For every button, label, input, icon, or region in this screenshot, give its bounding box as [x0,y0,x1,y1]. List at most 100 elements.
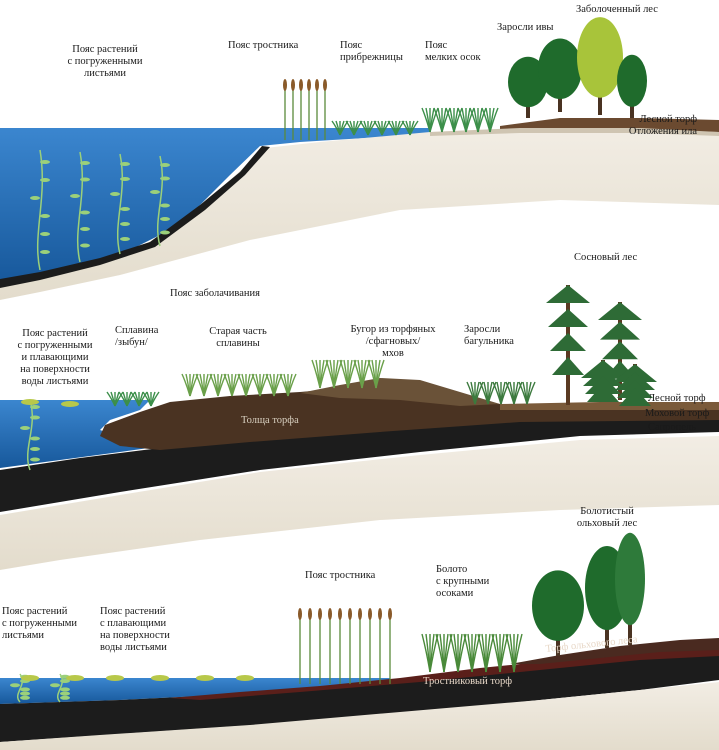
submerged-leaf [60,687,70,692]
submerged-leaf [80,243,90,248]
submerged-leaf [160,203,170,208]
big-sedge [463,633,481,673]
submerged-leaf [120,237,130,241]
label-mid-splavina: Сплавина /зыбун/ [115,325,159,348]
plant-blade [513,633,523,673]
reed-plant [378,608,382,684]
submerged-leaf [120,207,130,211]
trees-layer [508,17,657,656]
tree-trunk [598,81,602,115]
big-sedge [505,633,523,673]
tree-crown [577,17,623,98]
label-mid-sapropel: Сапропель [648,422,696,433]
reed-plant [299,79,303,140]
label-bot-reed: Пояс тростника [305,570,376,581]
plant-blade [489,107,499,133]
small-sedge [433,107,451,133]
submerged-leaf [20,691,30,696]
reed-plant [315,79,319,140]
submerged-leaf [20,426,30,430]
big-sedge [449,633,467,673]
reed-plant [283,79,287,140]
reed-plant [308,608,312,684]
label-bot-submerged: Пояс растений с погруженными листьями [2,606,78,641]
floating-leaf [66,675,84,681]
submerged-leaf [80,177,90,182]
label-bot-reed-peat: Тростниковый торф [423,676,513,687]
submerged-leaf [160,163,170,167]
plant-blade [477,107,487,133]
tree-crown [615,532,645,626]
label-top-swamp-forest: Заболоченный лес [576,4,658,15]
floating-leaf [196,675,214,681]
floating-leaf [21,675,39,681]
submerged-leaf [80,161,90,165]
submerged-plant [30,149,50,271]
sapropel-middle [0,418,719,512]
label-mid-pine-forest: Сосновый лес [574,252,638,263]
submerged-leaf [110,192,120,196]
big-sedge [477,633,495,673]
reed-head [388,608,392,620]
ledum-plant [505,381,523,405]
small-sedge [469,107,487,133]
old-splavina-plant [251,373,269,397]
hummock-plant [339,359,357,389]
submerged-leaf [30,447,40,451]
forest-peat-middle [500,402,719,410]
reed-plant [338,608,342,684]
tree-crown [538,38,582,100]
ledum-plant [466,381,484,405]
reed-plant [388,608,392,684]
submerged-leaf [30,457,40,462]
plant-blade [453,107,463,133]
pine-tier [548,309,588,327]
plant-blade [474,381,484,405]
tree-trunk [526,97,530,118]
reed-head [307,79,311,91]
submerged-stem [37,149,43,271]
pine-tree [581,360,625,402]
reed-head [368,608,372,620]
submerged-leaf [80,227,90,231]
floating-leaf [151,675,169,681]
reed-head [338,608,342,620]
plant-blade [287,373,297,397]
pine-tier [619,388,651,406]
submerged-leaf [30,405,40,409]
water-middle [0,400,170,468]
reed-head [358,608,362,620]
submerged-leaf [60,695,70,700]
reed-head [348,608,352,620]
submerged-leaf [150,190,160,194]
small-sedge [421,107,439,133]
willow-tree [508,56,548,118]
ledum-plant [479,381,497,405]
submerged-leaf [70,194,80,198]
submerged-leaf [40,250,50,254]
pine-tier [602,341,638,360]
submerged-stem [156,155,164,247]
submerged-plant [70,151,90,263]
reed-head [323,79,327,91]
tree-crown [617,54,647,107]
plant-blade [409,120,419,136]
shore-plant [401,120,419,136]
silt-bottom [0,654,719,742]
submerged-plant [50,673,70,703]
alder-peat-bottom [510,638,719,664]
reed-plant [291,79,295,140]
old-splavina-plant [223,373,241,397]
old-splavina-plant [265,373,283,397]
pine-tier [600,321,640,340]
reed-head [291,79,295,91]
water-bottom [0,678,390,704]
submerged-leaf [20,687,30,692]
tree-trunk [558,86,562,112]
submerged-leaf [40,214,50,218]
floating-leaf [61,401,79,407]
splavina-plant [130,391,148,407]
alder-tree [532,570,584,656]
label-bot-alder-forest: Болотистый ольховый лес [576,506,638,529]
plants-layer [10,79,536,703]
